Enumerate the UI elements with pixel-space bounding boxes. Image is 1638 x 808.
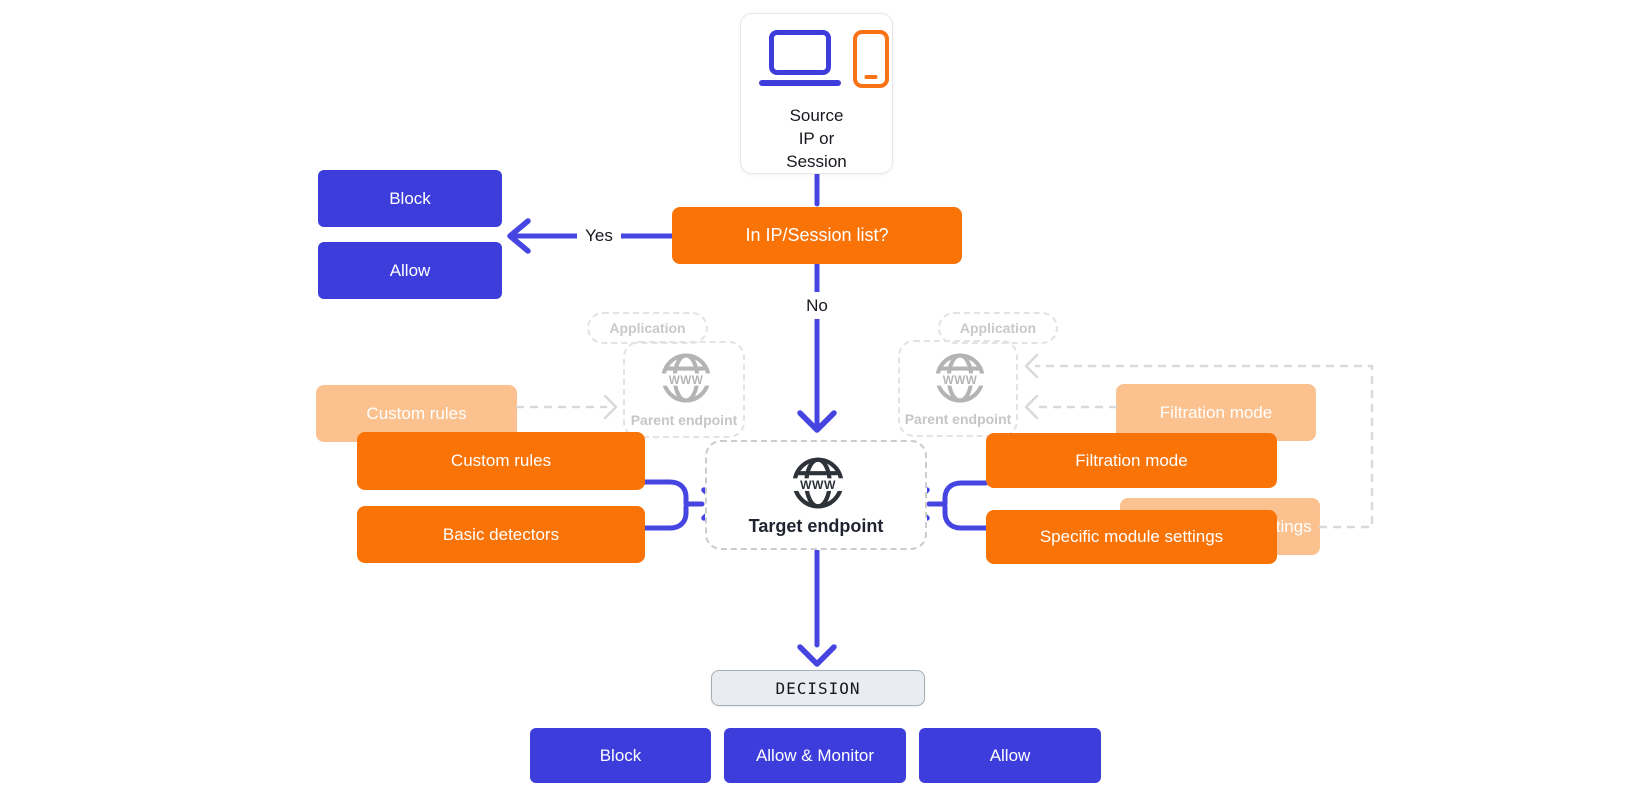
final-block-label: Block	[599, 745, 642, 765]
svg-text:WWW: WWW	[943, 374, 978, 387]
final-allow-monitor-label: Allow & Monitor	[755, 745, 875, 765]
ghost-parent-endpoint-left: WWW Parent endpoint	[623, 341, 745, 438]
bracket-left-bottom	[642, 504, 689, 531]
ghost-parent-endpoint-right: WWW Parent endpoint	[898, 340, 1018, 437]
globe-icon-ghost-right: WWW	[933, 353, 987, 403]
basic-detectors-box: Basic detectors	[357, 506, 645, 563]
outcome-allow-top-label: Allow	[389, 260, 431, 280]
decision-label: DECISION	[775, 678, 861, 698]
filtration-mode-box: Filtration mode	[986, 433, 1277, 488]
globe-icon-target: WWW	[790, 457, 846, 509]
ghost-application-left-label: Application	[609, 320, 686, 336]
globe-icon-ghost-left: WWW	[659, 353, 713, 403]
outcome-allow-top: Allow	[318, 242, 502, 299]
ghost-parent-endpoint-left-label: Parent endpoint	[630, 412, 738, 428]
arrowhead-no	[797, 410, 837, 433]
yes-edge-label: Yes	[577, 222, 621, 249]
custom-rules-label: Custom rules	[450, 451, 552, 470]
arrowhead-yes	[507, 218, 531, 254]
module-settings-label: Specific module settings	[1039, 527, 1224, 546]
final-allow-monitor-button: Allow & Monitor	[724, 728, 906, 783]
source-label: Source IP or Session	[741, 104, 892, 173]
svg-text:WWW: WWW	[669, 374, 704, 387]
outcome-block-top-label: Block	[389, 188, 431, 208]
ghost-application-right-label: Application	[959, 320, 1037, 336]
svg-text:WWW: WWW	[800, 478, 836, 492]
question-node: In IP/Session list?	[672, 207, 962, 264]
outcome-block-top: Block	[318, 170, 502, 227]
faded-custom-rules-label: Custom rules	[366, 403, 467, 423]
arrowhead-decision	[797, 644, 837, 667]
source-label-line3: Session	[786, 152, 847, 171]
custom-rules-box: Custom rules	[357, 432, 645, 490]
faded-filtration-mode-label: Filtration mode	[1159, 402, 1273, 422]
decision-node: DECISION	[711, 670, 925, 706]
bracket-left-top	[642, 479, 689, 506]
target-endpoint-node: WWW Target endpoint	[705, 440, 927, 550]
ghost-application-right: Application	[938, 312, 1058, 344]
source-node: Source IP or Session	[740, 13, 893, 174]
final-allow-button: Allow	[919, 728, 1101, 783]
final-block-button: Block	[530, 728, 711, 783]
dashed-path-settings-to-parent	[1034, 364, 1374, 529]
bracket-right-bottom	[942, 504, 989, 531]
ghost-application-left: Application	[587, 312, 708, 344]
question-label: In IP/Session list?	[745, 225, 889, 245]
laptop-icon	[759, 30, 841, 88]
phone-icon	[853, 30, 889, 88]
target-endpoint-label: Target endpoint	[748, 516, 884, 536]
basic-detectors-label: Basic detectors	[442, 524, 560, 544]
ghost-parent-endpoint-right-label: Parent endpoint	[904, 411, 1012, 427]
no-edge-label: No	[799, 292, 835, 319]
dashed-arrowhead-right-lower	[1024, 394, 1039, 420]
faded-filtration-mode-box: Filtration mode	[1116, 384, 1316, 441]
final-allow-label: Allow	[989, 745, 1031, 765]
module-settings-box: Specific module settings	[986, 510, 1277, 564]
dashed-arrowhead-right-upper	[1024, 353, 1039, 379]
source-label-line1: Source	[789, 106, 844, 125]
filtration-mode-label: Filtration mode	[1075, 450, 1188, 470]
bracket-right-top	[942, 480, 989, 506]
dashed-arrowhead-left	[603, 394, 618, 420]
source-label-line2: IP or	[798, 129, 835, 148]
